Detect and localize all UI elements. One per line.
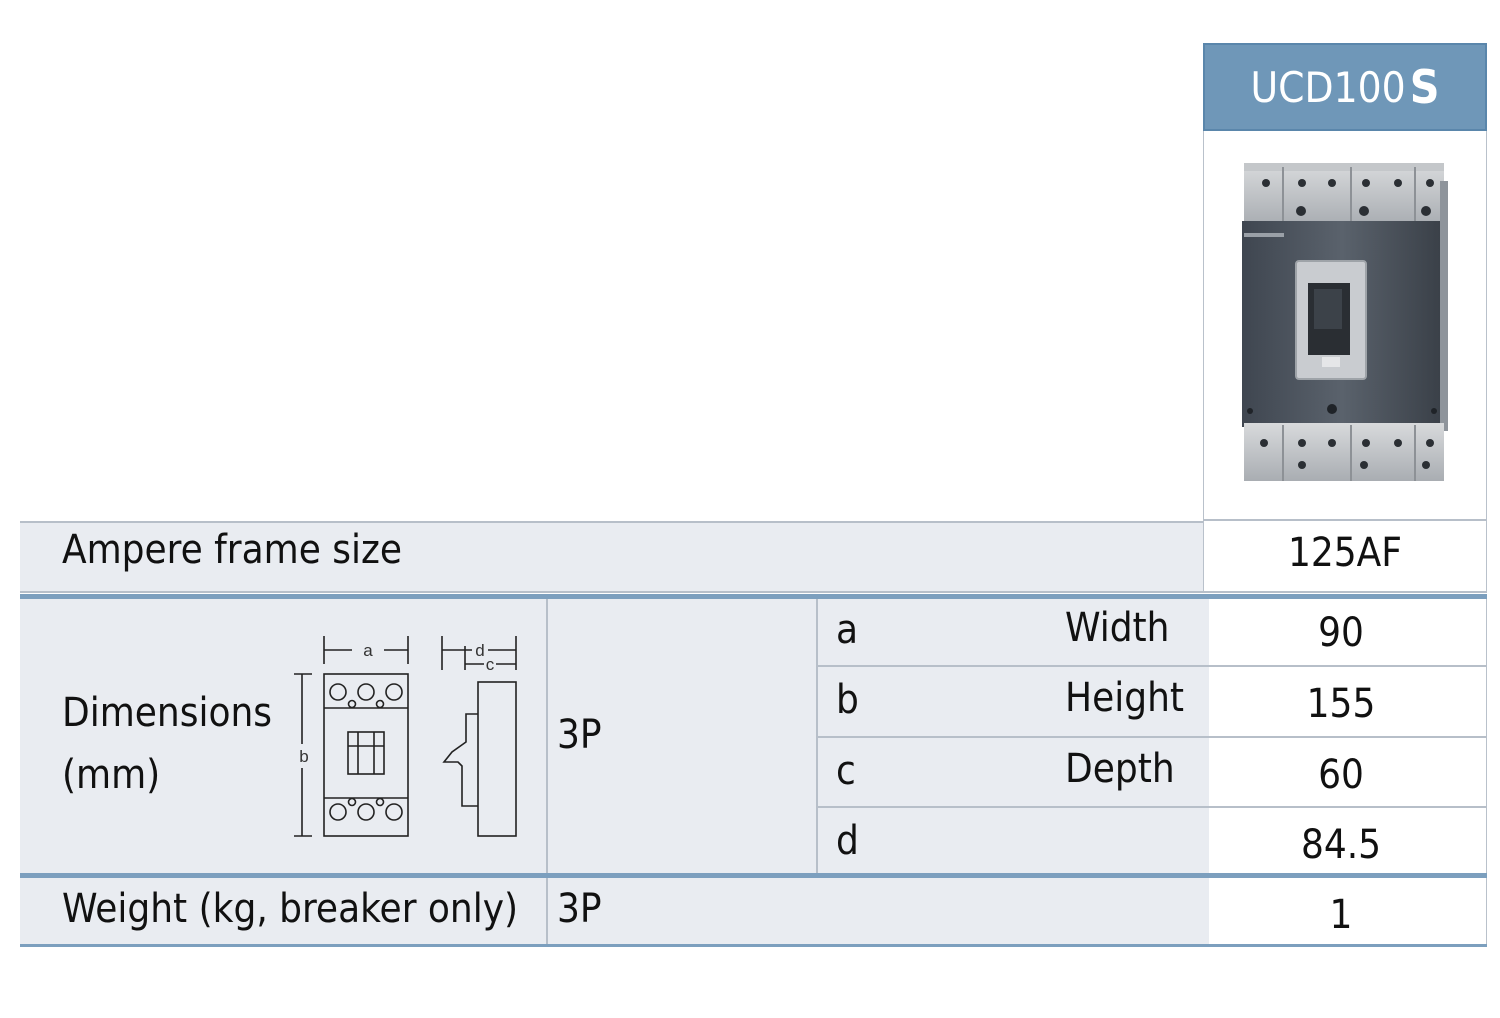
dim-value-width: 90: [1318, 610, 1364, 656]
dim-key-c: c: [836, 748, 856, 794]
dim-value-height: 155: [1306, 681, 1376, 727]
dimensions-label: Dimensions (mm): [62, 682, 272, 806]
drawing-label-c: c: [486, 655, 495, 674]
dim-name-height: Height: [1065, 675, 1184, 721]
dim-name-width: Width: [1065, 605, 1170, 651]
dimensions-poles: 3P: [557, 712, 602, 758]
molded-case-circuit-breaker-icon: [1242, 163, 1448, 481]
ampere-frame-value-cell: [1203, 521, 1487, 593]
table-bottom-border: [20, 944, 1487, 947]
section-divider-2: [20, 873, 1487, 878]
dim-key-a: a: [836, 607, 859, 653]
dim-name-depth: Depth: [1065, 746, 1175, 792]
dim-key-d: d: [836, 818, 859, 864]
weight-poles: 3P: [557, 886, 602, 932]
drawing-label-d: d: [475, 641, 484, 660]
breaker-dimension-drawing-icon: a b d c: [294, 636, 517, 837]
model-suffix: S: [1409, 60, 1440, 114]
ampere-frame-label: Ampere frame size: [62, 527, 403, 573]
model-name: UCD100: [1250, 62, 1406, 112]
dim-value-d: 84.5: [1300, 822, 1382, 868]
dim-key-b: b: [836, 677, 859, 723]
dimensions-label-line2: (mm): [62, 752, 161, 798]
ampere-frame-row: [20, 521, 1203, 593]
weight-label: Weight (kg, breaker only): [62, 886, 519, 932]
drawing-label-a: a: [363, 641, 373, 660]
dim-value-depth: 60: [1318, 752, 1364, 798]
weight-value: 1: [1329, 892, 1353, 938]
dimensions-label-line1: Dimensions: [62, 690, 273, 736]
product-image-cell: [1203, 131, 1487, 521]
drawing-label-b: b: [299, 747, 308, 766]
section-divider: [20, 594, 1487, 599]
ampere-frame-value: 125AF: [1288, 530, 1402, 576]
weight-value-cell: [1209, 878, 1487, 946]
weight-row: [20, 878, 1209, 946]
